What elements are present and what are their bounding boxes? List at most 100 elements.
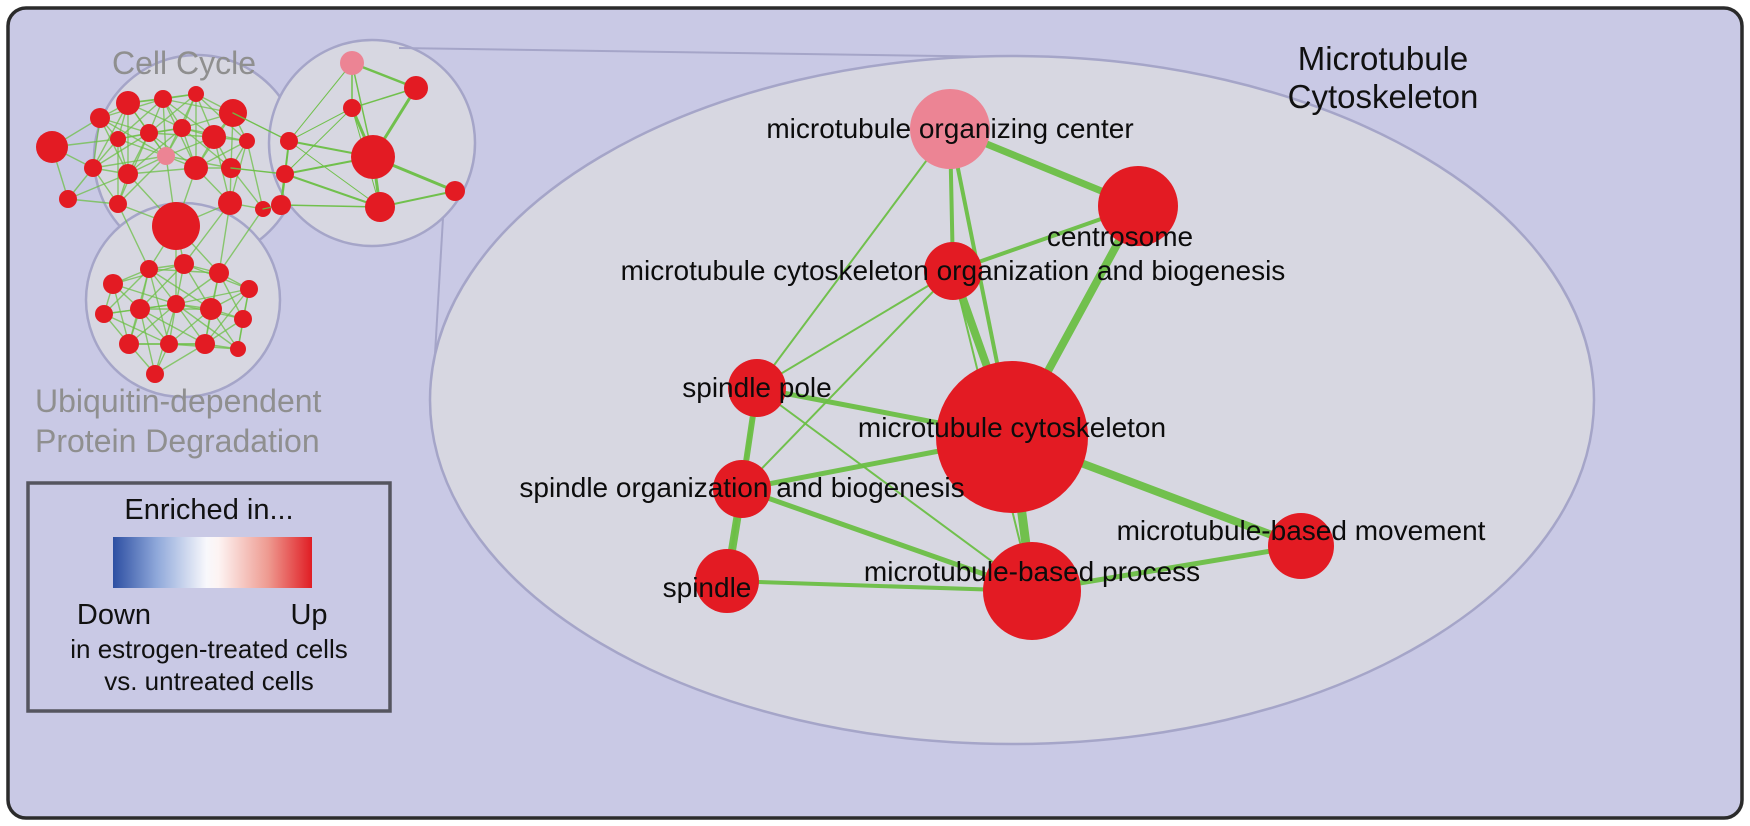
node-label-spindle: spindle <box>663 572 752 603</box>
node-ub03 <box>174 254 194 274</box>
node-spindle_pole <box>728 359 786 417</box>
node-cc18 <box>152 202 200 250</box>
edge <box>103 313 170 345</box>
node-cc13 <box>118 164 138 184</box>
node-cc19 <box>218 191 242 215</box>
edge <box>288 107 353 142</box>
node-moc <box>910 89 990 169</box>
legend-down-label: Down <box>77 599 151 631</box>
network-mini <box>271 51 465 222</box>
node-m_moc <box>340 51 364 75</box>
legend-gradient-bar <box>113 537 312 588</box>
edge <box>280 204 381 208</box>
node-cc09 <box>173 119 191 137</box>
node-m_movement <box>445 181 465 201</box>
node-mtc <box>936 361 1088 513</box>
node-process <box>983 542 1081 640</box>
node-label-mtc: microtubule cytoskeleton <box>858 412 1166 443</box>
node-label-process: microtubule-based process <box>864 556 1200 587</box>
node-m_mtc <box>351 135 395 179</box>
node-m_spindle_org <box>276 165 294 183</box>
network-overview <box>36 86 271 383</box>
node-cc08 <box>140 124 158 142</box>
node-cc14 <box>184 156 208 180</box>
node-cc04 <box>154 90 172 108</box>
edge <box>117 98 164 140</box>
edge <box>218 208 264 274</box>
node-m_spindle <box>271 195 291 215</box>
node-ub05 <box>240 280 258 298</box>
edge <box>230 167 286 175</box>
edge <box>162 98 167 157</box>
node-cc17 <box>109 195 127 213</box>
edge <box>117 155 167 205</box>
edge <box>112 283 130 345</box>
node-cc07 <box>110 131 126 147</box>
node-spindle <box>695 549 759 613</box>
node-mco <box>924 242 982 300</box>
node-cc02 <box>90 108 110 128</box>
node-spindle_org <box>713 460 771 518</box>
node-cc05 <box>188 86 204 102</box>
edge <box>117 203 150 270</box>
node-ub09 <box>200 298 222 320</box>
node-ub13 <box>195 334 215 354</box>
node-label-centrosome: centrosome <box>1047 221 1193 252</box>
cell-cycle-label: Cell Cycle <box>112 45 256 81</box>
node-ub12 <box>160 335 178 353</box>
microtubule-label-line1: Microtubule <box>1298 40 1469 77</box>
node-ub01 <box>103 274 123 294</box>
legend-box <box>26 481 392 713</box>
node-movement <box>1268 513 1334 579</box>
zoom-line-top <box>398 47 1013 58</box>
edge <box>175 303 239 350</box>
node-m_mco <box>343 99 361 117</box>
edge <box>183 202 231 265</box>
edge <box>175 288 250 305</box>
legend-up-label: Up <box>290 599 327 631</box>
edge <box>148 268 212 310</box>
node-m_centrosome <box>404 76 428 100</box>
edge <box>284 107 353 175</box>
edge <box>67 173 129 200</box>
legend-caption-line2: vs. untreated cells <box>104 666 314 696</box>
node-cc12 <box>84 159 102 177</box>
edge <box>246 140 264 210</box>
node-m_spindle_pole <box>280 132 298 150</box>
node-ub08 <box>167 295 185 313</box>
node-ub07 <box>130 299 150 319</box>
edge <box>139 263 185 310</box>
node-cc16 <box>59 190 77 208</box>
ubiquitin-label-line2: Protein Degradation <box>35 423 320 459</box>
edge <box>139 308 156 375</box>
edge <box>288 140 381 208</box>
edge <box>148 93 197 134</box>
edge <box>204 288 250 345</box>
node-label-moc: microtubule organizing center <box>766 113 1133 144</box>
edge <box>739 486 1035 594</box>
node-ub10 <box>234 310 252 328</box>
node-ub06 <box>95 305 113 323</box>
node-cc11 <box>157 147 175 165</box>
node-label-mco: microtubule cytoskeleton organization an… <box>621 255 1286 286</box>
node-ub04 <box>209 263 229 283</box>
edge <box>725 579 1034 593</box>
edge <box>92 102 129 169</box>
node-cc03 <box>116 91 140 115</box>
node-ub02 <box>140 260 158 278</box>
edge <box>127 127 183 175</box>
network-detail: microtubule organizing centercentrosomem… <box>519 89 1486 640</box>
edge <box>284 173 381 208</box>
node-m_process <box>365 192 395 222</box>
edge <box>741 270 954 490</box>
edge <box>232 112 290 142</box>
node-cc01 <box>36 131 68 163</box>
edge <box>756 128 951 389</box>
ubiquitin-label-line1: Ubiquitin-dependent <box>35 383 322 419</box>
legend-caption-line1: in estrogen-treated cells <box>70 634 347 664</box>
edge <box>128 303 177 345</box>
edge <box>288 62 353 142</box>
edge <box>92 132 150 169</box>
edge <box>181 127 232 169</box>
